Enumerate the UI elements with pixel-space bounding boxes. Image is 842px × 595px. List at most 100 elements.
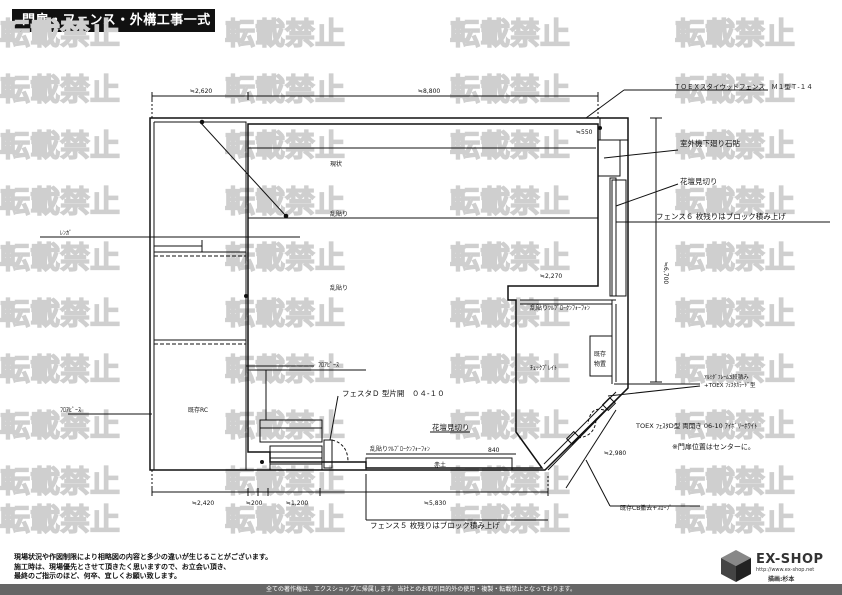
dim-840: 840 [488, 447, 500, 454]
label-rough-pour: 乱貼りﾂﾙﾌﾞﾛｰｸﾝﾌｫｰﾌｫﾝ [530, 304, 590, 312]
watermark-text: 転載禁止 [0, 297, 120, 332]
label-rough-cut: 乱貼り [330, 284, 348, 292]
watermark-text: 転載禁止 [675, 129, 795, 164]
dim-1200: ≒1,200 [286, 500, 308, 507]
label-red-soil: 赤土 [434, 461, 446, 469]
page-title: 門扉・フェンス・外構工事一式 [12, 9, 215, 32]
watermark-text: 転載禁止 [450, 297, 570, 332]
gate-d-swing [331, 439, 349, 463]
dim-200: ≒200 [246, 500, 263, 507]
gate-post [601, 396, 617, 412]
red-soil-bed [365, 457, 513, 471]
dimension-labels: ≒2,620 ≒8,800 ≒550 ≒6,700 ≒2,270 ≒2,420 … [190, 88, 669, 507]
callout-fence6: フェンス６ 枚残りはブロック積み上げ [656, 211, 786, 221]
leader-lines [40, 89, 830, 521]
watermark-text: 転載禁止 [225, 297, 345, 332]
watermark-text: 転載禁止 [675, 503, 795, 538]
watermark-text: 転載禁止 [225, 241, 345, 276]
label-rough-pour: 乱貼りﾂﾙﾌﾞﾛｰｸﾝﾌｫｰﾌｫﾝ [370, 445, 430, 453]
watermark-text: 転載禁止 [675, 241, 795, 276]
watermark-text: 転載禁止 [675, 353, 795, 388]
entry-stairs [269, 445, 323, 471]
callout-flower-cut: 花壇見切り [680, 176, 718, 186]
label-floor-piece: ﾌﾛｱﾋﾟｰｽ [318, 362, 339, 369]
watermark-text: 転載禁止 [675, 297, 795, 332]
watermark-text: 転載禁止 [0, 465, 120, 500]
watermark-text: 転載禁止 [450, 409, 570, 444]
note-line: 施工時は、現場優先とさせて頂きたく思いますので、お立会い頂き、 [14, 562, 231, 571]
dimension-line-right [650, 117, 662, 383]
dimension-lines-bottom [151, 409, 617, 496]
watermark-text: 転載禁止 [225, 73, 345, 108]
watermark-text: 転載禁止 [225, 17, 345, 52]
dim-2620: ≒2,620 [190, 88, 212, 95]
dim-2420: ≒2,420 [192, 500, 214, 507]
watermark-text: 転載禁止 [675, 465, 795, 500]
watermark-text: 転載禁止 [450, 185, 570, 220]
watermark-text: 転載禁止 [225, 503, 345, 538]
footer-copyright: 全ての著作権は、エクスショップに帰属します。当社とのお取引目的外の使用・複製・転… [0, 584, 842, 595]
gate-swing-arc [577, 417, 597, 439]
ex-shop-logo: EX-SHOP http://www.ex-shop.net 描画:杉本 [718, 548, 833, 584]
watermark-text: 転載禁止 [450, 353, 570, 388]
cube-icon [721, 550, 751, 582]
label-check-light: ﾁｪｯｸﾌﾟﾚｲﾄ [530, 365, 557, 372]
label-existing: 現状 [330, 160, 342, 168]
callout-gate-d: フェスタＤ 型片開 ０４‐１０ [342, 388, 445, 398]
watermark-text: 転載禁止 [0, 129, 120, 164]
watermark-text: 転載禁止 [0, 73, 120, 108]
note-line: 現場状況や作図制限により相略図の内容と多少の違いが生じることがございます。 [14, 553, 273, 561]
label-storage: 物置 [594, 360, 606, 368]
dim-5830: ≒5,830 [424, 500, 446, 507]
dim-8800: ≒8,800 [418, 88, 440, 95]
watermark-text: 転載禁止 [0, 241, 120, 276]
flowerbed-right [611, 179, 627, 297]
watermark-text: 転載禁止 [450, 73, 570, 108]
watermark-text: 転載禁止 [675, 17, 795, 52]
callout-flower-cut: 花壇見切り [432, 422, 470, 432]
callout-toex-fence: ＴＯＥＸスタイウッドフェンス Ｍ１型Ｔ‐１４ [674, 82, 813, 91]
logo-url: http://www.ex-shop.net [756, 567, 815, 573]
dim-2980: ≒2,980 [604, 450, 626, 457]
gate-swing-arc [587, 408, 605, 425]
callout-gate-frame: +TOEX ﾌｪｽﾀｶﾗｰﾄﾞ型 [704, 381, 756, 389]
right-fence-strip [599, 118, 628, 297]
watermark-text: 転載禁止 [675, 185, 795, 220]
watermark-layer: 転載禁止 転載禁止 転載禁止 転載禁止 転載禁止 転載禁止 転載禁止 転載禁止 … [0, 16, 796, 538]
dimension-lines-top [151, 92, 599, 120]
watermark-text: 転載禁止 [450, 17, 570, 52]
callout-ac-stone: 室外機下廻り石貼 [680, 138, 740, 148]
label-existing-rc: 既存RC [188, 406, 208, 414]
watermark-text: 転載禁止 [0, 185, 120, 220]
callout-toex-gate: TOEX ﾌｪｽﾀD型 両開き 06-10 ｱｲﾎﾞﾘｰﾎﾜｲﾄ [635, 421, 757, 430]
logo-author: 描画:杉本 [768, 576, 795, 583]
watermark-text: 転載禁止 [450, 129, 570, 164]
notes: 現場状況や作図制限により相略図の内容と多少の違いが生じることがございます。 施工… [14, 553, 272, 582]
watermark-text: 転載禁止 [225, 409, 345, 444]
watermark-text: 転載禁止 [450, 241, 570, 276]
watermark-text: 転載禁止 [225, 129, 345, 164]
callouts: ＴＯＥＸスタイウッドフェンス Ｍ１型Ｔ‐１４ 室外機下廻り石貼 花壇見切り フェ… [342, 82, 813, 530]
area-labels: 現状 ﾚﾝｶﾞ 乱貼り 乱貼り ﾌﾛｱﾋﾟｰｽ ﾌﾛｱﾋﾟｰｽ 既存RC 乱貼り… [60, 160, 606, 469]
dim-550: ≒550 [576, 129, 593, 136]
callout-gate-center: ※門扉位置はセンターに。 [672, 442, 755, 451]
label-storage: 既存 [594, 350, 606, 358]
note-line: 最終のご指示のほど、何卒、宜しくお願い致します。 [14, 572, 181, 580]
callout-gate-frame: ｱﾙﾐﾀﾞﾌﾚｰﾑ3段積み [704, 373, 749, 381]
watermark-text: 転載禁止 [0, 353, 120, 388]
watermark-text: 転載禁止 [675, 409, 795, 444]
existing-storage-box [589, 335, 613, 377]
logo-name: EX-SHOP [756, 552, 824, 567]
entry-steps [259, 419, 323, 443]
watermark-text: 転載禁止 [0, 17, 120, 52]
callout-existing-cb: 既存CB撤去+ｽﾛｰﾌﾟ [620, 504, 672, 512]
callout-fence5: フェンス５ 枚残りはブロック積み上げ [370, 520, 500, 530]
dim-6700: ≒6,700 [662, 262, 669, 284]
left-strip [153, 121, 247, 470]
label-floor-piece: ﾌﾛｱﾋﾟｰｽ [60, 407, 81, 414]
gate-post [565, 430, 581, 446]
watermark-text: 転載禁止 [0, 503, 120, 538]
label-rough-cut: 乱貼り [330, 210, 348, 218]
ac-stone-area [597, 139, 621, 177]
